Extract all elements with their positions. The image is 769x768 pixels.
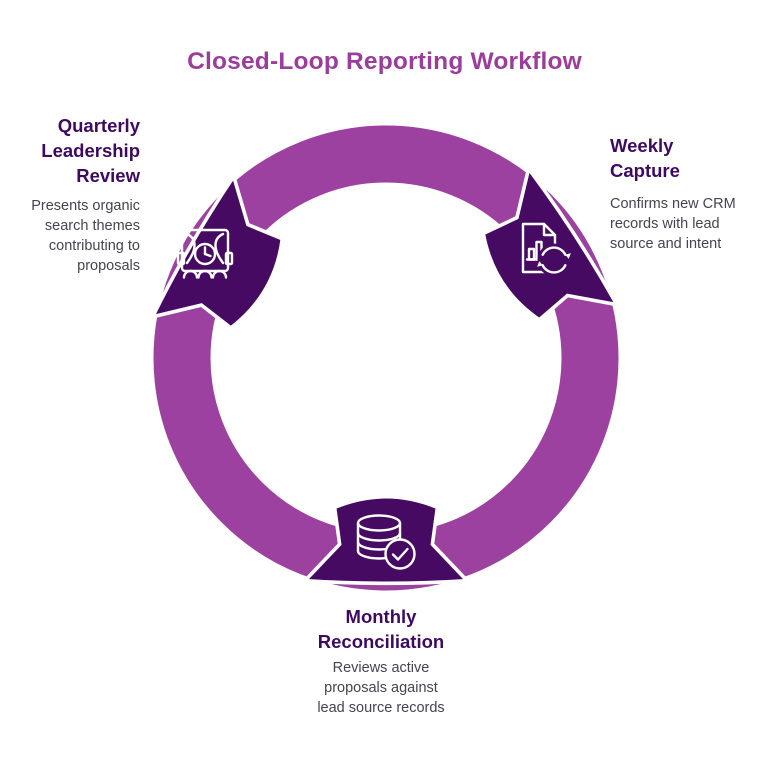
stage-description-quarterly-leadership-review: Presents organic search themes contribut… (31, 198, 140, 274)
stage-label-monthly-reconciliation: Monthly Reconciliation (317, 606, 445, 652)
presentation-clock-audience-icon (176, 228, 234, 279)
page-title: Closed-Loop Reporting Workflow (187, 48, 582, 75)
document-chart-sync-icon (521, 222, 571, 277)
stage-label-weekly-capture: Weekly Capture (610, 135, 680, 181)
stage-label-quarterly-leadership-review: Quarterly Leadership Review (41, 115, 140, 186)
stage-description-weekly-capture: Confirms new CRM records with lead sourc… (610, 196, 736, 252)
stage-description-monthly-reconciliation: Reviews active proposals against lead so… (317, 660, 445, 716)
database-check-icon (356, 514, 416, 570)
